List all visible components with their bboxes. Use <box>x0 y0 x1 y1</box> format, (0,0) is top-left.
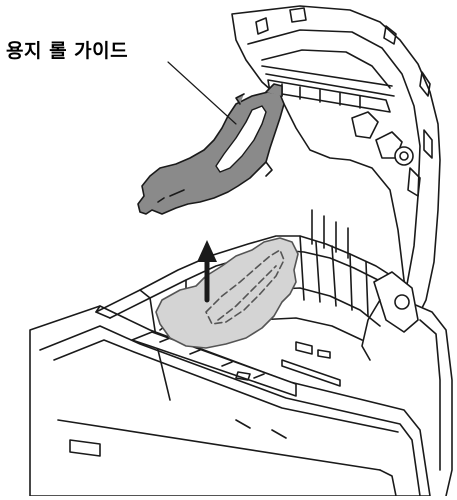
printer-body <box>29 209 453 497</box>
paper-roll-guide-label: 용지 롤 가이드 <box>6 40 129 62</box>
paper-roll-guide-part <box>137 83 285 215</box>
callout-leader-line <box>167 61 237 125</box>
paper-roll-guide-installed-outline <box>155 237 299 349</box>
up-arrow-icon <box>197 240 217 303</box>
